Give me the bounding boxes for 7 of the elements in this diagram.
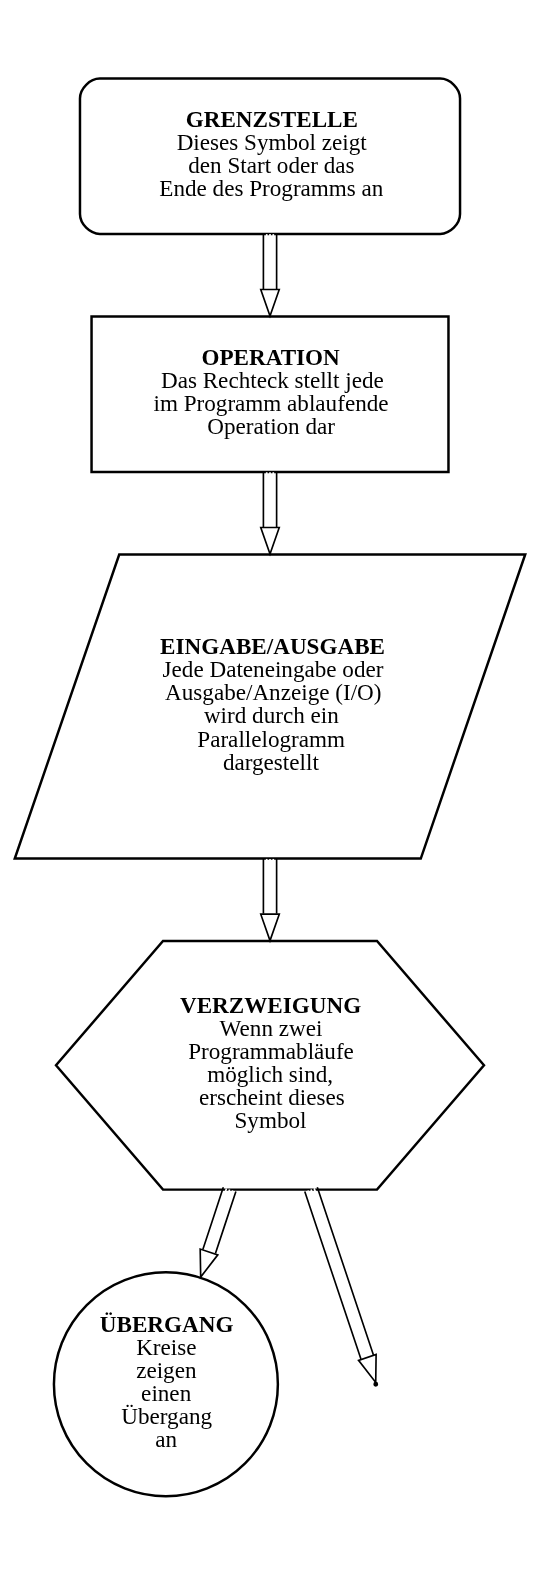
arrow (259, 233, 281, 319)
arrow (259, 471, 281, 557)
node-circle: ÜBERGANG Kreise zeigen einen Übergang an (52, 1271, 280, 1498)
node-box: OPERATION Das Rechteck stellt jede im Programm ablaufende Operation dar (90, 315, 450, 474)
node-box: GRENZSTELLE Dieses Symbol zeigt den Start oder das Ende des Programms an (78, 77, 462, 236)
arrow (259, 858, 281, 944)
arrow (199, 1186, 237, 1280)
